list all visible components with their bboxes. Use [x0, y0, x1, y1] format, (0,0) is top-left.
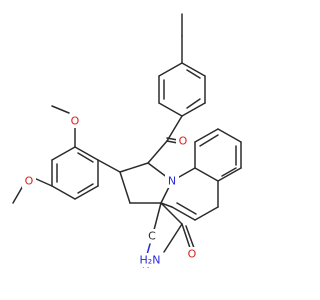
tolyl-ring: [158, 35, 206, 117]
methoxy-top-oxygen: O: [71, 115, 80, 128]
amide-nitrogen: H₂N: [140, 254, 161, 267]
structure-svg: O N O O C N O H₂N: [12, 13, 242, 271]
dihydroquinoline: [160, 128, 242, 221]
pyrrolidine-ring: [119, 162, 173, 204]
methoxy-bottom-oxygen: O: [25, 175, 34, 188]
nitrile-carbon: C: [148, 230, 156, 243]
amide-group: [160, 202, 195, 253]
atom-labels: O N O O C N O H₂N: [22, 114, 199, 271]
ring-nitrogen: N: [168, 175, 176, 188]
ketone-oxygen: O: [179, 135, 188, 148]
methoxy-top: [51, 105, 76, 148]
molecule-diagram: O N O O C N O H₂N: [12, 13, 242, 271]
dimethoxyphenyl-ring: [51, 146, 121, 200]
amide-oxygen: O: [188, 248, 197, 261]
